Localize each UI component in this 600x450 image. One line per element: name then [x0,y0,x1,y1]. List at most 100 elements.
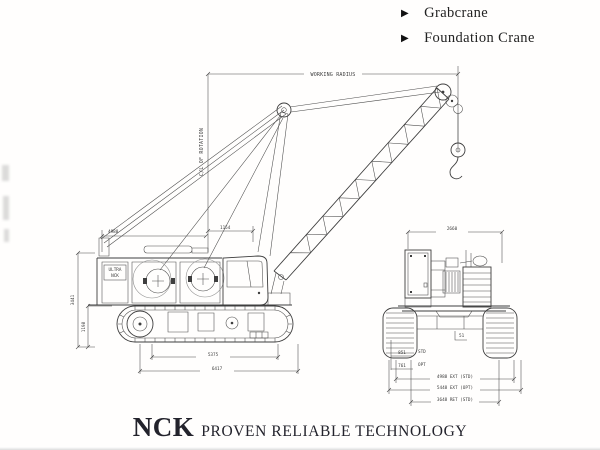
rear-superstructure [398,249,510,318]
head-sheave [434,83,452,101]
cab-rear [404,249,432,299]
hoist-ropes [159,115,284,271]
rotation-centerline: C/L OF ROTATION [199,74,209,252]
cab-latch [423,282,428,288]
crawler-track [116,305,294,343]
cab-window [226,260,264,288]
rotation-axis-label: C/L OF ROTATION [199,128,205,176]
feature-label: Grabcrane [424,5,489,21]
hook-block-pin [455,147,461,153]
brand-tagline: PROVEN RELIABLE TECHNOLOGY [201,423,468,440]
track-contact-length-value: 5375 [208,352,219,358]
body-width-value: 2660 [447,226,458,232]
shoe-std-value: 851 [398,350,406,356]
boom-head-and-hook [434,83,466,180]
track-overall-length-dim [137,344,301,374]
winch-drum-outline [132,259,172,299]
exhaust-pipes [459,250,473,267]
engine-cover [445,257,459,268]
working-radius-dimension: WORKING RADIUS [205,66,461,152]
boom-foot-pin [278,274,284,280]
ext-std-dim-line [393,376,517,382]
drum-flange [214,276,218,282]
feature-list: ▶ Grabcrane ▶ Foundation Crane [401,5,535,47]
machine-badge-line2: NCK [111,273,119,279]
head-sheave [445,94,459,108]
overall-width-dimensions: 4988 EXT (STD) 5448 EXT (OPT) 3648 RET (… [386,360,524,406]
ground-step-line [454,331,467,341]
sheave-hub [450,99,454,103]
backstay-ropes [100,105,287,248]
cab-bolt [410,291,412,293]
turntable [435,310,473,318]
ret-std-dim-line [408,399,502,405]
hook [449,156,463,180]
air-cleaner [472,255,488,267]
tail-radius-dim [99,230,209,252]
brand-logo-text: NCK [132,412,195,442]
cab-rear-window [407,252,429,296]
side-view-dimensions: 4988 1154 3441 1198 5375 6417 [70,225,301,374]
engine-fins [445,272,459,292]
width-ext-opt-value: 5448 EXT (OPT) [437,385,473,391]
winch-drum-outline [185,258,225,298]
rear-undercarriage: 51 [382,307,518,359]
drum-flange [188,276,192,282]
opt-label: OPT [418,362,426,368]
track-overall-length-value: 6417 [212,366,223,372]
boom-lattice-bracing [273,87,442,272]
sprocket-center [138,322,142,326]
drive-sprocket-hub [132,316,148,332]
scan-edge-shadow [0,447,600,450]
track-shoe-ticks [118,306,292,342]
drum-flange [143,278,147,284]
rear-gantry-post [98,237,110,257]
table-lines [390,340,413,370]
sheave-hub [281,107,287,113]
track-height-value: 1198 [81,321,87,332]
brand-badge-plate [103,264,127,281]
feature-item-grabcrane: ▶ Grabcrane [401,5,535,22]
footer-brand-line: NCK PROVEN RELIABLE TECHNOLOGY [0,412,600,443]
cab-door-handle [257,291,261,295]
body-width-dimension: 2660 [405,226,505,263]
drum-cross-marks [152,273,209,287]
std-label: STD [418,349,426,355]
triangle-bullet-icon: ▶ [401,8,410,19]
scan-smudge [4,229,9,242]
lattice-boom [267,87,450,306]
side-view: WORKING RADIUS C/L OF ROTATION [70,66,466,374]
housing-panels [101,261,221,304]
counterweight-slats [463,272,491,303]
boom-foot-offset-dim [205,226,256,242]
mast-and-rigging [98,85,441,271]
roller-center [230,321,234,325]
crawler-shoe-hatching [386,312,514,354]
overall-height-dim [75,250,95,350]
feature-item-foundation-crane: ▶ Foundation Crane [401,30,535,47]
width-ret-std-value: 3648 RET (STD) [437,397,473,403]
cab-bolt [424,255,426,257]
crawler-beam-left [382,307,418,359]
operator-cab [222,255,269,306]
tail-radius-value: 4988 [108,229,119,235]
machinery-step-lines [431,269,445,291]
shoe-width-table: 851 761 STD OPT [390,340,426,370]
track-contact-length-dim [149,344,281,360]
overall-height-value: 3441 [70,294,76,305]
sheave-hub [441,90,445,94]
scan-smudge [2,165,9,181]
machine-badge-line1: ULTRA [109,267,122,273]
width-ext-std-value: 4988 EXT (STD) [437,374,473,380]
engine-block [442,270,461,294]
drum-flange [171,278,175,284]
crawler-beam-right [482,307,518,359]
feature-label: Foundation Crane [424,30,535,46]
dimension-line [205,66,461,152]
dimension-line [405,229,505,263]
ground-step-value: 51 [459,333,465,339]
boom-foot-offset-value: 1154 [220,225,231,231]
track-height-dim [85,303,112,350]
